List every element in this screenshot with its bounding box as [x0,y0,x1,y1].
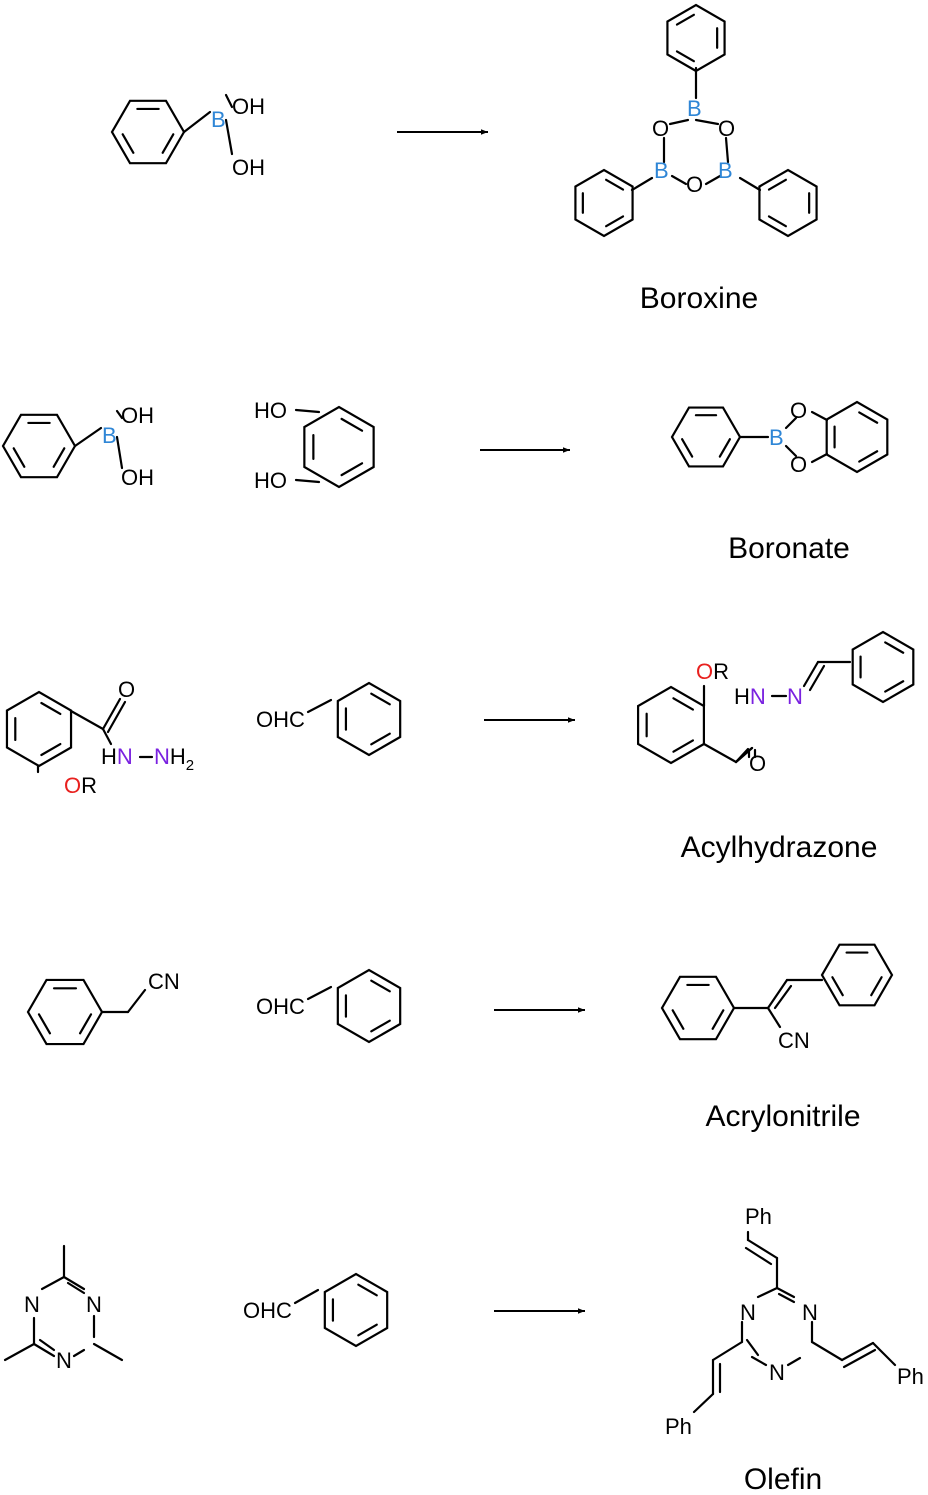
ether-or-label: OR [64,773,97,798]
benzene-ring [303,405,375,489]
trimethyltriazine: N N N [3,1244,124,1373]
benzaldehyde: OHC [256,681,402,757]
reaction-acrylonitrile: CN OHC CN Acrylonitrile [26,943,894,1133]
benzyl-cyanide: CN [26,969,180,1046]
benzene-ring [1,413,77,479]
benzaldehyde: OHC [256,968,402,1044]
boron-atom: B [211,107,226,132]
benzene-ring [670,406,742,468]
hydroxyl-label: OH [232,94,265,119]
benzene-ring [323,1272,389,1348]
boron-atom: B [102,423,117,448]
aldehyde-label: OHC [256,994,305,1019]
oxygen-atom: O [652,116,669,141]
benzene-ring [825,400,889,474]
phenylboronic-acid-1: B OH OH [110,93,265,180]
benzene-ring [5,690,73,768]
oxygen-atom: O [749,751,766,776]
nitrogen-atom: N [117,744,133,769]
oxygen-atom: O [718,116,735,141]
benzene-ring [851,630,915,704]
catechol: HO HO [254,398,375,493]
nitrile-label: CN [148,969,180,994]
aldehyde-label: OHC [243,1298,292,1323]
nitrogen-atom: N [750,684,766,709]
boron-atom: B [687,96,702,121]
boron-atom: B [718,158,733,183]
product-name: Acylhydrazone [681,831,878,864]
nitrogen-atom: N [769,1360,785,1385]
benzene-ring [666,3,726,73]
oxygen-atom: O [686,172,703,197]
benzene-ring [336,968,402,1044]
benzene-ring [636,685,706,765]
oxygen-atom: O [64,773,81,798]
aldehyde-label: OHC [256,707,305,732]
hydroxyl-label: OH [121,403,154,428]
benzene-ring [110,99,186,165]
oxygen-atom: O [790,452,807,477]
boronate-product: B O O [670,398,889,477]
reaction-boroxine: B OH OH B O O B B O Boroxine [110,3,818,315]
ether-or-label: OR [696,659,729,684]
salicylhydrazide: O HN NH2 OR [5,677,194,798]
acylhydrazone-product: OR HN N O [636,630,915,776]
product-name: Acrylonitrile [705,1100,860,1133]
nitrile-label: CN [778,1028,810,1053]
nitrogen-atom: N [802,1300,818,1325]
acrylonitrile-product: CN [660,943,894,1053]
hydroxyl-label: OH [232,155,265,180]
nitrogen-atom: N [740,1300,756,1325]
nitrogen-atom: N [56,1348,72,1373]
imine-nitrogen: N [787,684,803,709]
product-name: Boroxine [640,282,758,315]
hydroxyl-label: HO [254,468,287,493]
product-name: Olefin [744,1463,822,1495]
oxygen-atom: O [118,677,135,702]
benzene-ring [26,978,104,1046]
product-name: Boronate [728,532,850,565]
phenylboronic-acid-2: B OH OH [1,403,154,490]
reaction-acylhydrazone: O HN NH2 OR OHC OR HN N [5,630,915,864]
phenyl-label: Ph [897,1364,924,1389]
boron-atom: B [769,425,784,450]
benzene-ring [758,168,818,238]
benzene-ring [660,975,736,1041]
reaction-boronate: B OH OH HO HO B O O Boronate [1,398,889,565]
amide-nh-label: HN [734,684,766,709]
boroxine-product: B O O B B O [574,3,818,238]
benzene-ring [336,681,402,757]
benzene-ring [574,168,634,238]
phenyl-label: Ph [745,1204,772,1229]
phenyl-label: Ph [665,1414,692,1439]
tristyryltriazine-product: N N N Ph Ph Ph [665,1204,924,1439]
oxygen-atom: O [790,398,807,423]
oxygen-atom: O [696,659,713,684]
nitrogen-atom: N [24,1292,40,1317]
hydroxyl-label: OH [121,465,154,490]
amine-nh2-label: NH2 [154,744,194,774]
reaction-olefin: N N N OHC N N N Ph [3,1204,924,1495]
hydroxyl-label: HO [254,398,287,423]
boron-atom: B [654,158,669,183]
nitrogen-atom: N [86,1292,102,1317]
benzaldehyde: OHC [243,1272,389,1348]
nitrogen-atom: N [154,744,170,769]
amide-nh-label: HN [101,744,133,769]
benzene-ring [820,943,894,1007]
